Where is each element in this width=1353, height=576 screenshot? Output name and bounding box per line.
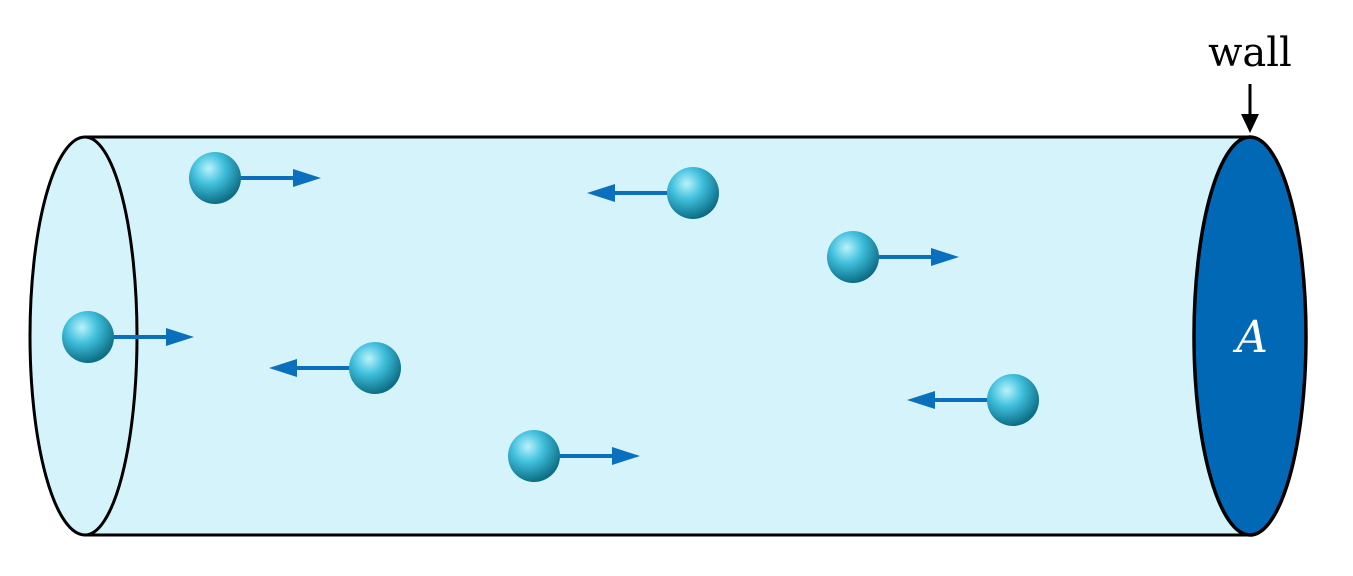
velocity-arrow-head	[907, 391, 935, 409]
particle-right	[827, 231, 959, 283]
particle-left	[907, 374, 1039, 426]
velocity-arrow-head	[166, 328, 194, 346]
particle-ball	[189, 152, 241, 204]
particle-left	[269, 342, 401, 394]
particle-ball	[508, 430, 560, 482]
velocity-arrow-head	[269, 359, 297, 377]
wall-pointer-arrow	[1241, 84, 1259, 133]
velocity-arrow-head	[612, 447, 640, 465]
particles	[62, 152, 1039, 482]
velocity-arrow-head	[293, 169, 321, 187]
wall-cross-section	[1192, 135, 1308, 537]
particle-ball	[62, 311, 114, 363]
particle-ball	[667, 167, 719, 219]
particle-ball	[349, 342, 401, 394]
area-label: A	[1232, 312, 1268, 363]
velocity-arrow-head	[931, 248, 959, 266]
particle-right	[508, 430, 640, 482]
wall-label: wall	[1208, 30, 1292, 76]
tube-body	[28, 135, 1252, 537]
particle-ball	[987, 374, 1039, 426]
particle-ball	[827, 231, 879, 283]
particle-right	[189, 152, 321, 204]
velocity-arrow-head	[587, 184, 615, 202]
particle-left	[587, 167, 719, 219]
particle-right	[62, 311, 194, 363]
